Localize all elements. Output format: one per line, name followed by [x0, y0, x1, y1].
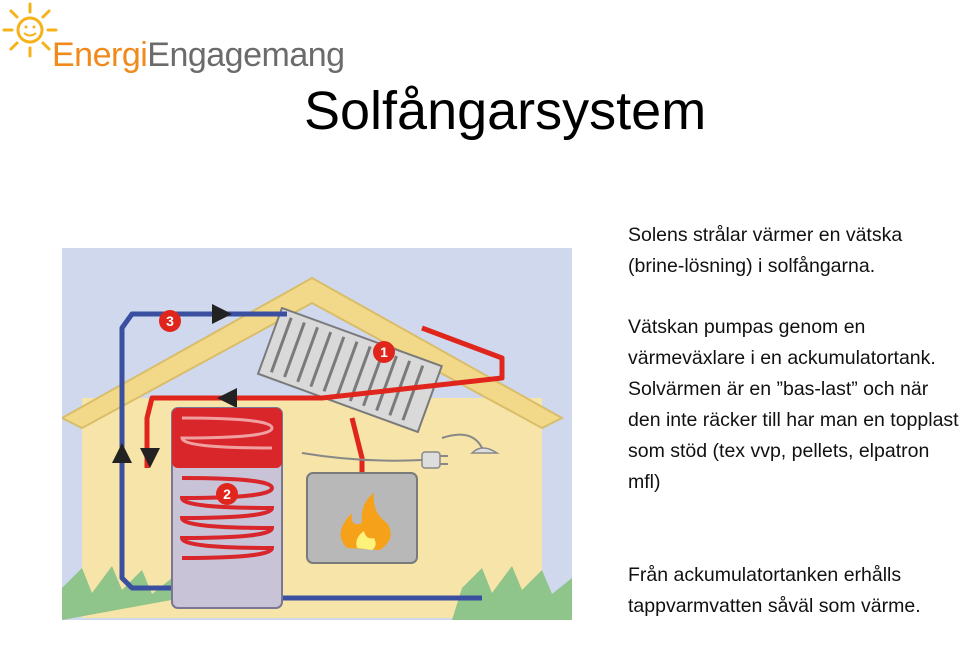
- solar-system-illustration: 1 2 3: [62, 248, 572, 620]
- logo-part-energi: Energi: [52, 36, 148, 74]
- paragraph-heat-exchanger: Vätskan pumpas genom en värmeväxlare i e…: [628, 316, 959, 493]
- marker-2-label: 2: [223, 486, 231, 502]
- paragraph-solar-rays: Solens strålar värmer en vätska (brine-l…: [628, 224, 903, 277]
- marker-3-label: 3: [166, 313, 174, 329]
- flow-arrow-left: [217, 388, 237, 408]
- flow-arrow-up: [112, 443, 132, 463]
- page-title: Solfångarsystem: [304, 81, 707, 141]
- marker-2: 2: [216, 483, 238, 505]
- flow-arrow-down: [140, 448, 160, 468]
- grass: [62, 566, 182, 620]
- paragraph-hot-water: Från ackumulatortanken erhålls tappvarmv…: [628, 564, 921, 617]
- logo: EnergiEngagemang: [0, 0, 345, 80]
- accumulator-tank: [171, 407, 283, 609]
- marker-1-label: 1: [380, 344, 388, 360]
- logo-wordmark: EnergiEngagemang: [52, 36, 345, 75]
- house-roof: [62, 276, 565, 430]
- flow-arrow-right: [212, 304, 232, 324]
- marker-3: 3: [159, 310, 181, 332]
- shower-icon: [441, 433, 500, 454]
- hot-pipe: [144, 325, 505, 478]
- sun-icon: [2, 2, 58, 58]
- logo-part-engagemang: Engagemang: [147, 36, 345, 74]
- boiler: [306, 472, 418, 564]
- marker-1: 1: [373, 341, 395, 363]
- plug-icon: [301, 451, 448, 469]
